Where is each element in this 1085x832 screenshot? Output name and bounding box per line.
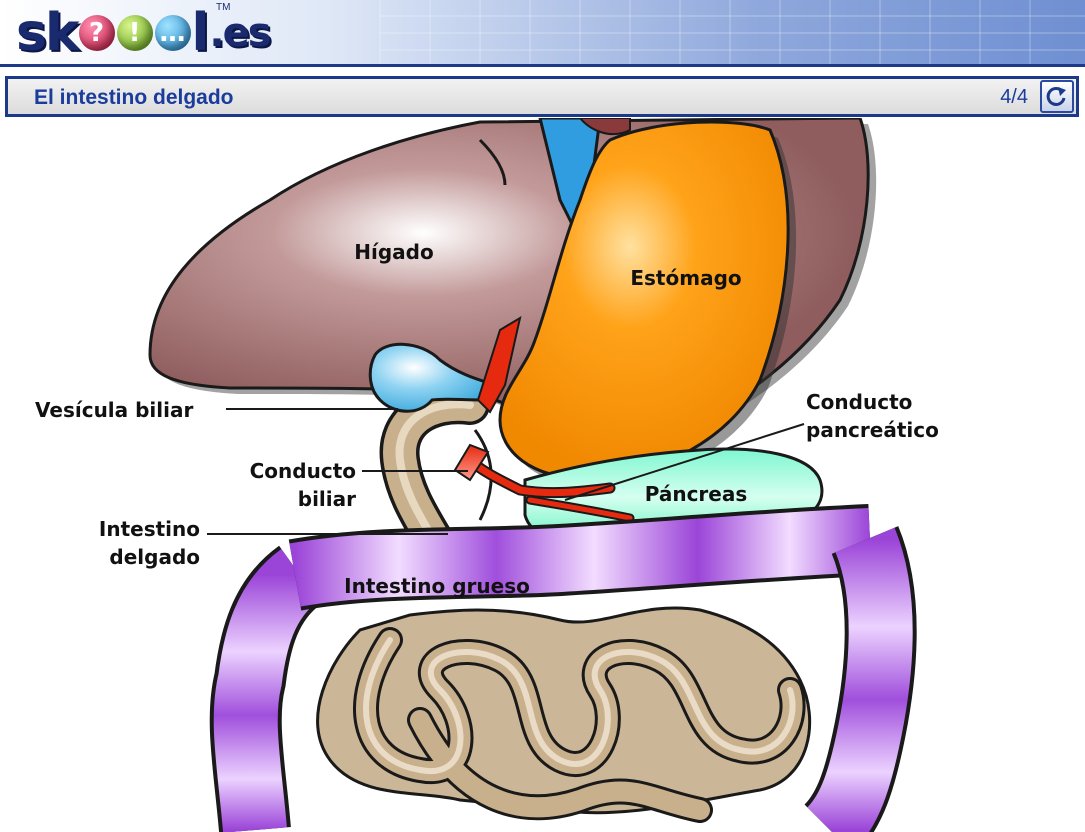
logo-exclamation-ball: ! [116, 15, 153, 51]
page-indicator: 4/4 [1000, 86, 1028, 108]
label-intestino-delgado-1: Intestino [99, 517, 200, 541]
trademark-mark: TM [216, 2, 231, 13]
banner-grid-pattern [379, 0, 1085, 66]
logo-text-tld: .es [209, 10, 271, 56]
header-banner: sk ? ! … l .es TM [0, 0, 1085, 67]
reload-button[interactable] [1040, 80, 1074, 113]
title-bar: El intestino delgado 4/4 [5, 76, 1079, 117]
logo-text-sk: sk [16, 3, 80, 63]
page-title: El intestino delgado [34, 86, 234, 109]
label-conducto-biliar-2: biliar [298, 487, 356, 511]
label-pancreas: Páncreas [645, 482, 748, 506]
label-intestino-delgado-2: delgado [109, 545, 200, 569]
label-conducto-pancreatico-2: pancreático [806, 418, 939, 442]
logo-question-ball: ? [78, 15, 115, 51]
digestive-diagram: Hígado Estómago Vesícula biliar Conducto… [35, 118, 939, 832]
label-estomago: Estómago [630, 266, 741, 290]
gallbladder [368, 342, 498, 413]
banner-divider [0, 64, 1085, 67]
logo-dots-ball: … [154, 15, 191, 51]
reload-icon [1046, 86, 1066, 106]
label-vesicula-biliar: Vesícula biliar [35, 398, 193, 422]
logo-text-l: l [191, 3, 210, 63]
leader-conducto-pancreatico [564, 423, 805, 501]
skool-logo[interactable]: sk ? ! … l .es [16, 2, 272, 64]
label-higado: Hígado [354, 240, 433, 264]
large-intestine [209, 504, 917, 832]
small-intestine-coils [316, 606, 812, 823]
label-conducto-biliar-1: Conducto [250, 459, 356, 483]
label-conducto-pancreatico-1: Conducto [806, 390, 912, 414]
label-intestino-grueso: Intestino grueso [344, 574, 530, 598]
leader-lines [207, 408, 805, 535]
